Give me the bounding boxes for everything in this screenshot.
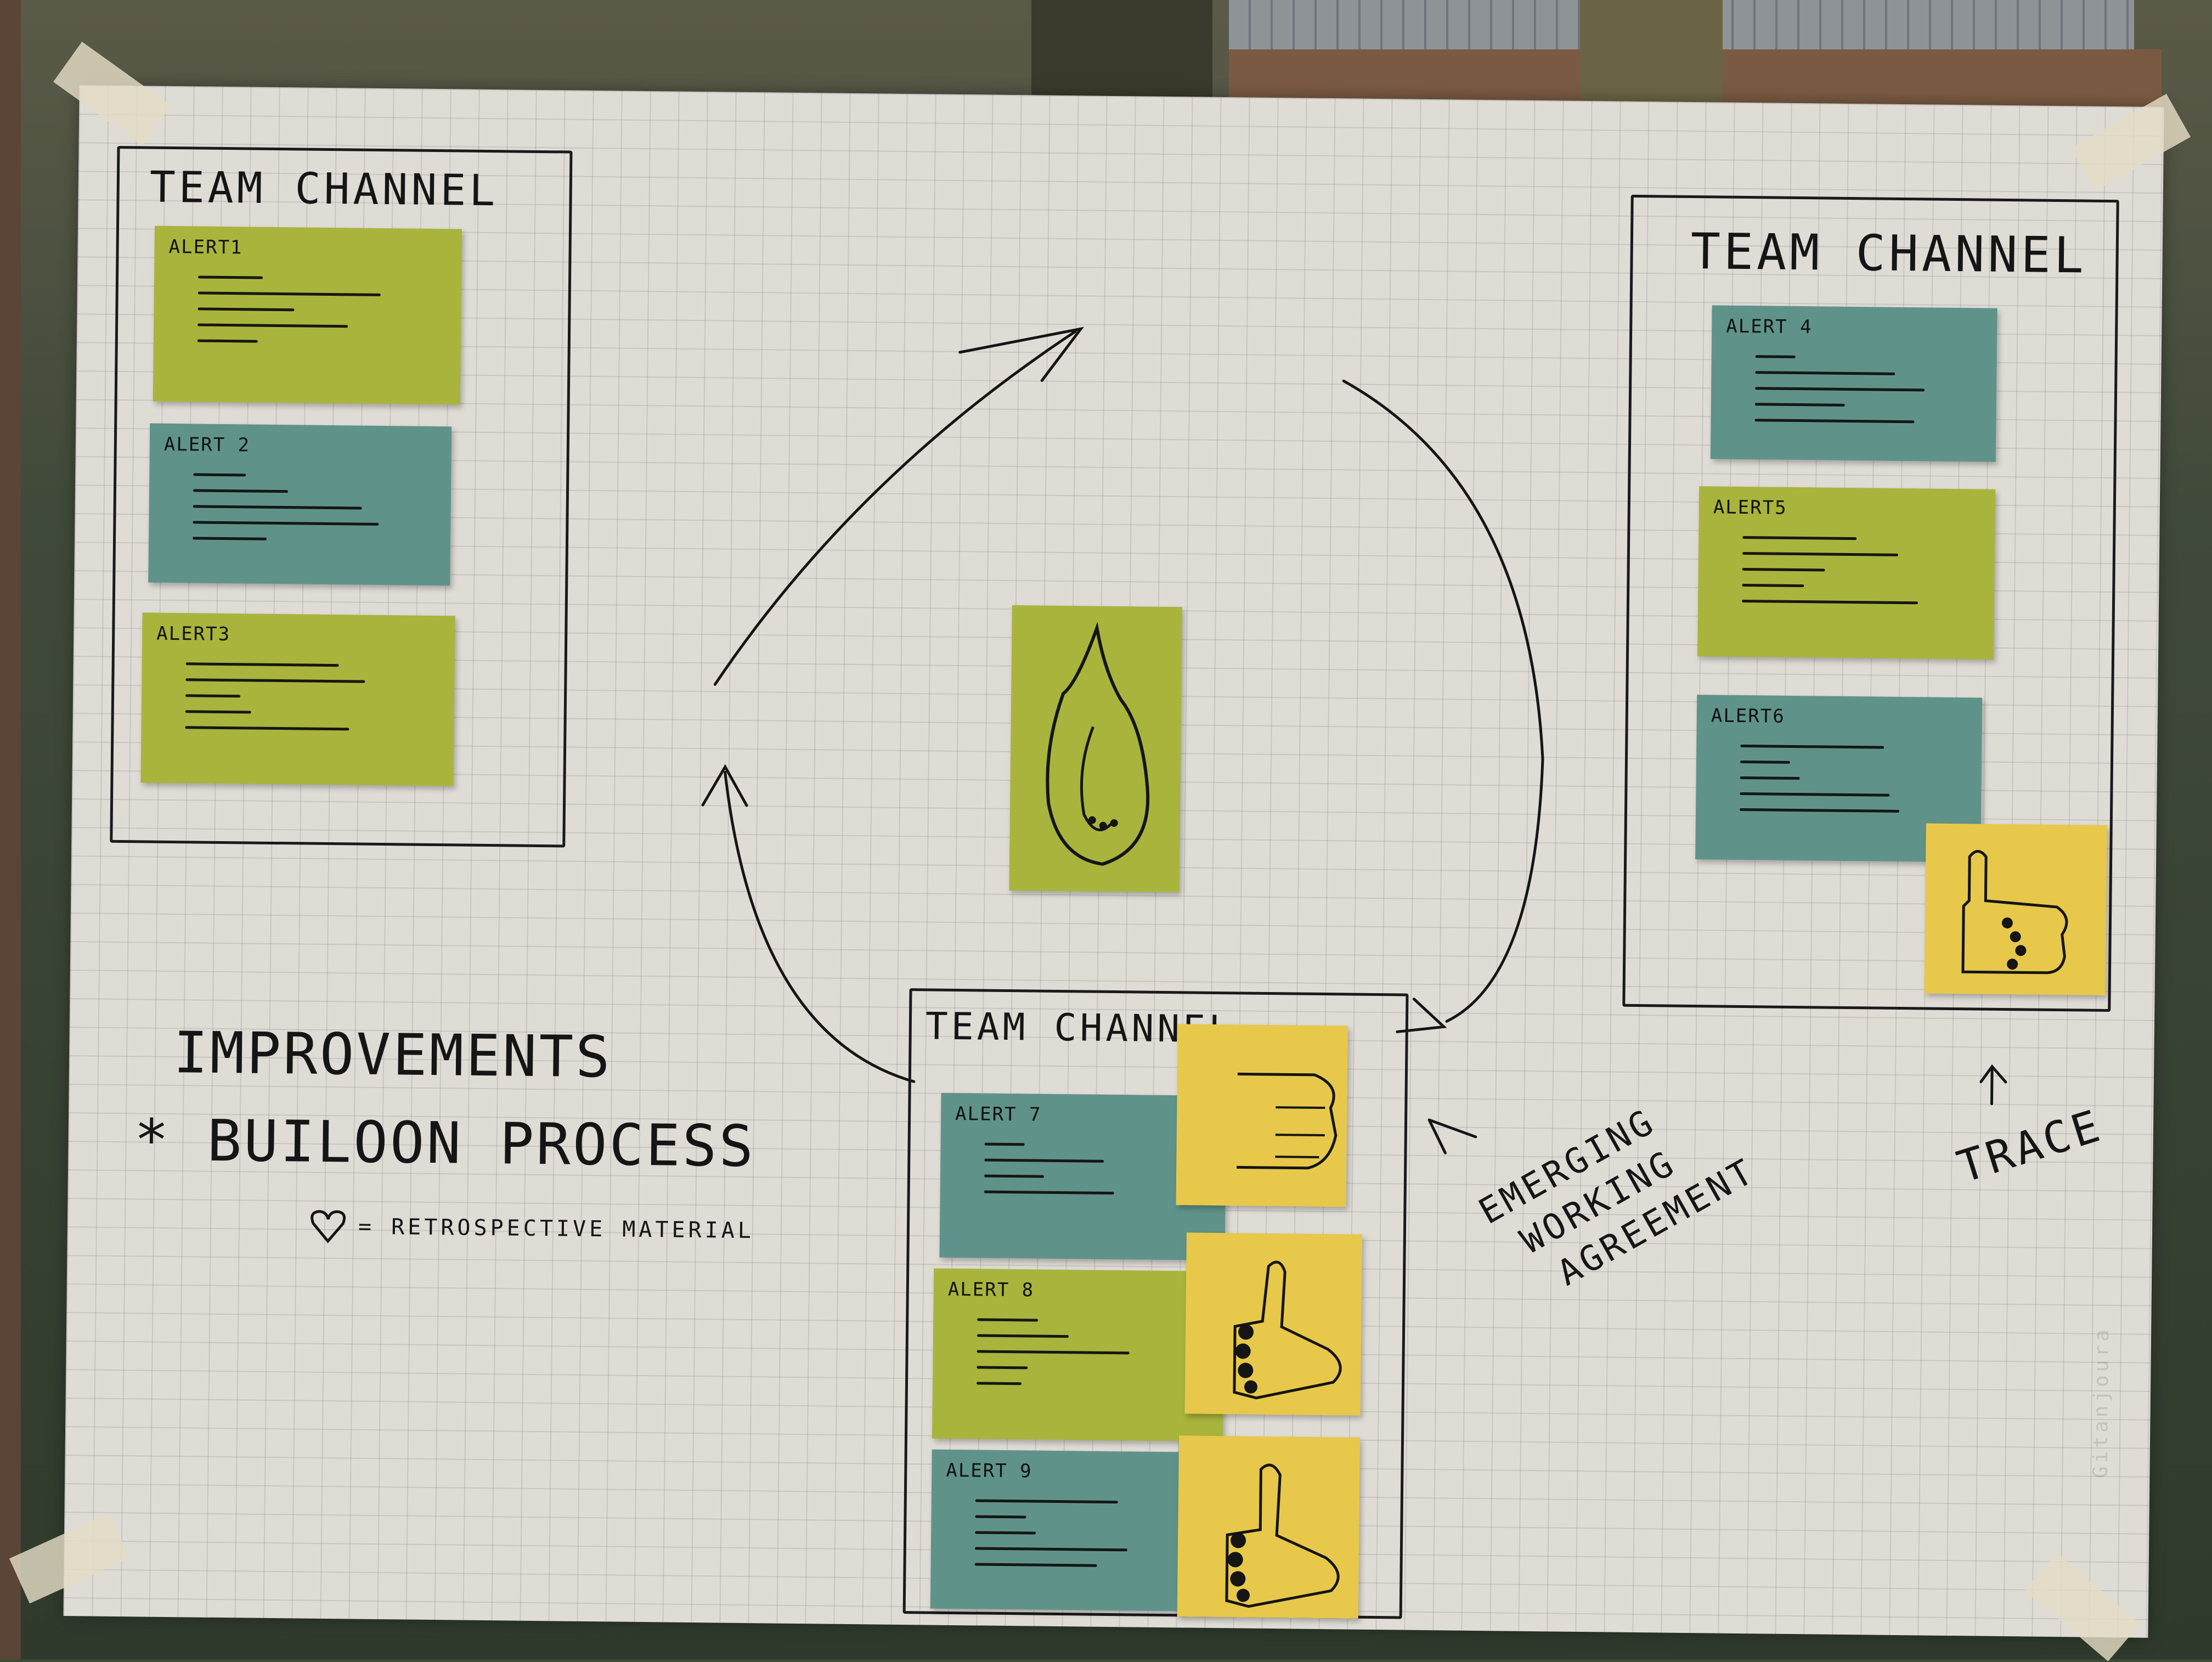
heart-icon [311, 1210, 346, 1243]
improvements-title: IMPROVEMENTS [173, 1019, 613, 1091]
legend-row: = RETROSPECTIVE MATERIAL [309, 1207, 755, 1250]
alert-4-label: ALERT 4 [1726, 315, 1813, 339]
alert-3-label: ALERT3 [156, 622, 231, 646]
improvements-item: * BUILOON PROCESS [133, 1106, 756, 1180]
sticky-note-alert-4[interactable]: ALERT 4 [1710, 305, 1997, 462]
sticky-note-alert-1[interactable]: ALERT1 [153, 226, 462, 405]
thumbs-up-icon [1961, 850, 2068, 974]
fire-icon [1046, 622, 1150, 866]
alert-1-label: ALERT1 [168, 235, 243, 259]
right-channel-title: TEAM CHANNEL [1690, 222, 2087, 285]
thumbs-up-icon [1225, 1463, 1340, 1608]
grid-paper-board: TEAM CHANNEL ALERT1 ALERT 2 ALERT3 TEAM … [9, 42, 2191, 1661]
thumbs-up-sticky[interactable] [1177, 1435, 1361, 1619]
alert-2-label: ALERT 2 [163, 433, 251, 457]
fire-sticky-note[interactable] [1009, 605, 1182, 893]
thumbs-up-sticky[interactable] [1184, 1232, 1362, 1416]
sticky-note-alert-3[interactable]: ALERT3 [140, 612, 455, 786]
alert-8-label: ALERT 8 [947, 1278, 1035, 1302]
arrow-icon [701, 326, 2007, 1154]
alert-7-label: ALERT 7 [955, 1103, 1042, 1126]
thumbs-up-icon [1237, 1072, 1338, 1170]
sticky-note-alert-5[interactable]: ALERT5 [1697, 486, 1996, 660]
legend-text: = RETROSPECTIVE MATERIAL [358, 1214, 755, 1244]
sticky-note-alert-2[interactable]: ALERT 2 [148, 423, 452, 586]
alert-5-label: ALERT5 [1713, 496, 1787, 519]
thumbs-up-icon [1233, 1260, 1342, 1400]
thumbs-up-sticky[interactable] [1924, 823, 2107, 995]
watermark: Gitanjoura [2089, 1326, 2114, 1479]
thumbs-up-sticky[interactable] [1176, 1024, 1348, 1207]
alert-9-label: ALERT 9 [946, 1459, 1032, 1483]
sticky-note-alert-8[interactable]: ALERT 8 [932, 1268, 1225, 1442]
window-frame [0, 0, 21, 1659]
left-channel-title: TEAM CHANNEL [149, 162, 499, 216]
alert-6-label: ALERT6 [1711, 705, 1785, 728]
